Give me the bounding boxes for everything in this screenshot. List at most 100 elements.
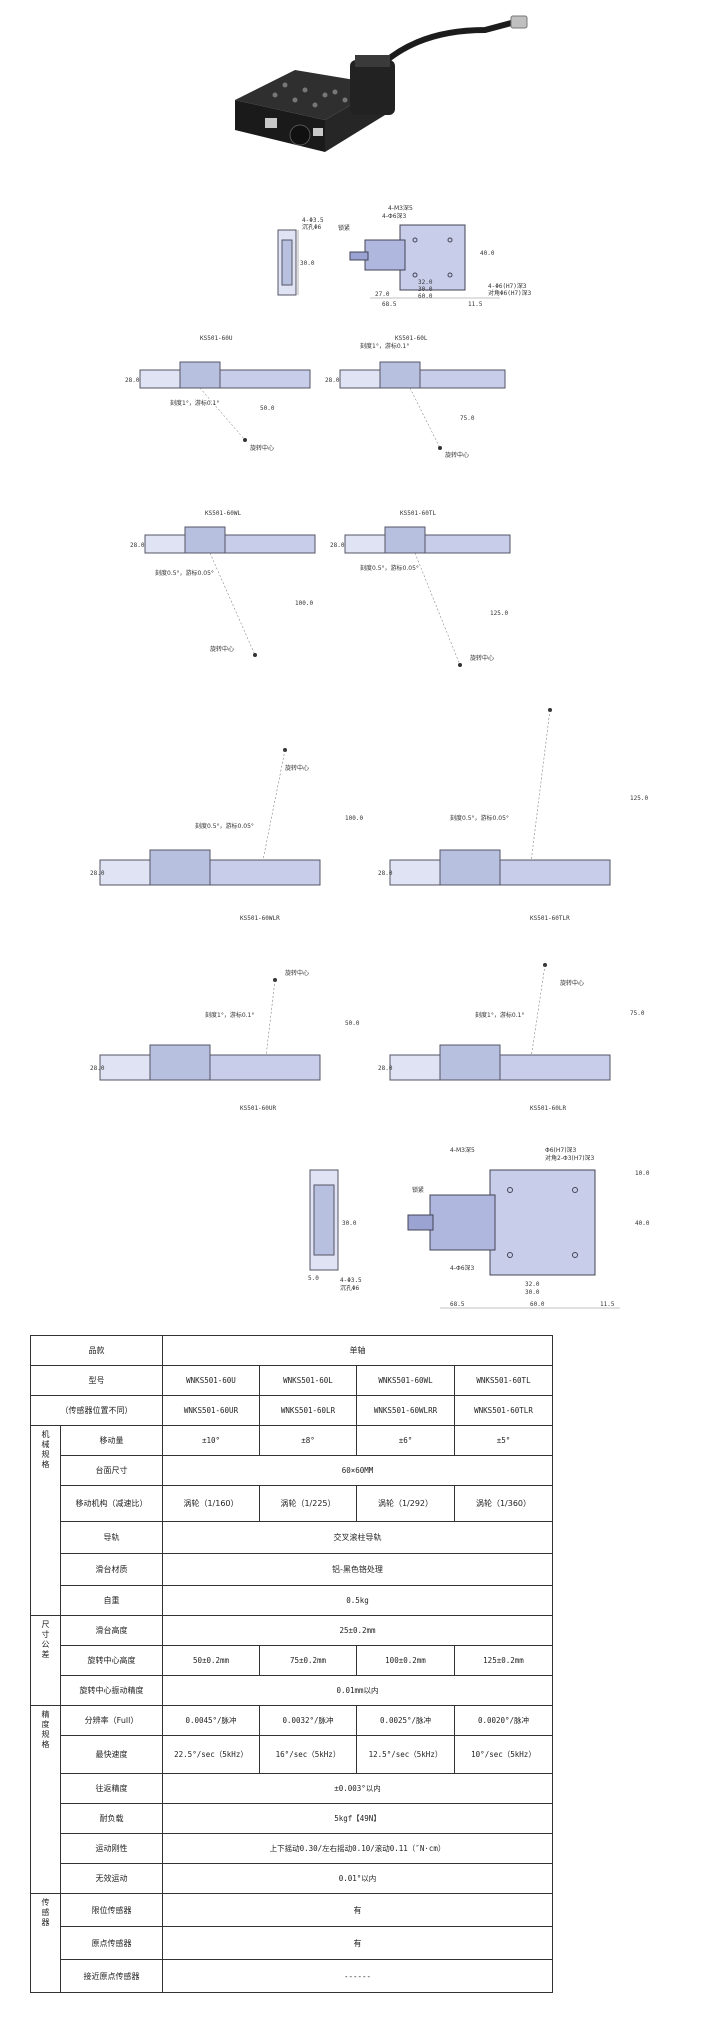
dim-68-5: 68.5 <box>382 301 397 308</box>
ur-lr-drawings: 旋转中心 刻度1°，游标0.1° 50.0 28.0 KS501-60UR 旋转… <box>90 955 660 1115</box>
row-label: 最快速度 <box>60 1735 163 1774</box>
row-value: ------ <box>162 1959 553 1993</box>
cell: ±8° <box>259 1425 357 1456</box>
row-value: 25±0.2mm <box>162 1615 553 1646</box>
table-row: 滑台材质 铝-黑色铬处理 <box>31 1553 553 1586</box>
group-label: 精度规格 <box>30 1705 61 1894</box>
title-60wlr: KS501-60WLR <box>240 915 280 922</box>
table-row: 尺寸公差 滑台高度 25±0.2mm <box>30 1615 553 1706</box>
cell: WNKS501-60WLRR <box>356 1395 455 1426</box>
group-label: 尺寸公差 <box>30 1615 61 1706</box>
dim-11-5: 11.5 <box>468 301 483 308</box>
cell: 0.0025°/脉冲 <box>356 1705 455 1736</box>
cell: 10°/sec（5kHz） <box>454 1735 553 1774</box>
row-label: 导轨 <box>60 1521 163 1554</box>
row-label: （传感器位置不同） <box>30 1395 163 1426</box>
lr-height: 28.0 <box>378 1065 393 1072</box>
cell: 22.5°/sec（5kHz） <box>162 1735 260 1774</box>
row-label: 品款 <box>30 1335 163 1366</box>
u-scale-note: 刻度1°，游标0.1° <box>170 399 219 407</box>
u-center-label: 旋转中心 <box>250 444 274 452</box>
title-60l: KS501-60L <box>395 335 428 342</box>
cell: 涡轮（1/360） <box>454 1485 553 1522</box>
cell: 0.0020°/脉冲 <box>454 1705 553 1736</box>
row-label: 耐负载 <box>60 1803 163 1834</box>
ur-height: 28.0 <box>90 1065 105 1072</box>
cell: WNKS501-60WL <box>356 1365 455 1396</box>
dim-pin-holes: 4-Φ6(H7)深3 <box>488 282 527 290</box>
row-label: 台面尺寸 <box>60 1455 163 1486</box>
cell: WNKS501-60L <box>259 1365 357 1396</box>
table-row: 运动刚性 上下摇动0.30/左右摇动0.10/滚动0.11（″N·cm） <box>31 1833 553 1864</box>
goniometer-stage-photo <box>235 15 528 152</box>
top-view-drawing: 4-Φ3.5 沉孔Φ6 30.0 4-M3深5 4-Φ6深3 锁紧 27.0 3… <box>270 200 570 310</box>
wl-center-label: 旋转中心 <box>210 645 234 653</box>
u-height: 28.0 <box>125 377 140 384</box>
wlr-center-label: 旋转中心 <box>285 764 309 772</box>
table-row: 旋转中心振动精度 0.01mm以内 <box>31 1675 553 1706</box>
wl-tl-drawings: KS501-60WL 刻度0.5°，游标0.05° 旋转中心 100.0 28.… <box>130 505 530 675</box>
label-tapped-holes: 4-M3深5 <box>388 204 413 212</box>
spec-table: 品款 单轴 型号 WNKS501-60U WNKS501-60L WNKS501… <box>30 1335 553 1993</box>
row-label: 移动机构（减速比） <box>60 1485 163 1522</box>
cell: 50±0.2mm <box>162 1645 260 1676</box>
side-dim-holes: 4-Φ3.5 <box>302 217 324 224</box>
table-row: 旋转中心高度 50±0.2mm 75±0.2mm 100±0.2mm 125±0… <box>31 1645 553 1676</box>
cell: WNKS501-60LR <box>259 1395 357 1426</box>
table-row: 机械规格 移动量 ±10° ±8° ±6° ±5° <box>30 1425 553 1616</box>
table-row: 台面尺寸 60×60MM <box>31 1455 553 1486</box>
bottom-side-counterbore: 沉孔Φ6 <box>340 1284 360 1292</box>
bottom-side-width: 30.0 <box>342 1220 357 1227</box>
row-value: 上下摇动0.30/左右摇动0.10/滚动0.11（″N·cm） <box>162 1833 553 1864</box>
row-value: 有 <box>162 1893 553 1927</box>
title-60ur: KS501-60UR <box>240 1105 277 1112</box>
l-height: 28.0 <box>325 377 340 384</box>
table-row: 型号 WNKS501-60U WNKS501-60L WNKS501-60WL … <box>30 1365 553 1396</box>
cell: WNKS501-60UR <box>162 1395 260 1426</box>
wlr-tlr-drawings: 旋转中心 刻度0.5°，游标0.05° 100.0 28.0 KS501-60W… <box>90 690 660 930</box>
dim-diagonal-holes: 对角Φ6(H7)深3 <box>488 289 532 297</box>
cell: WNKS501-60U <box>162 1365 260 1396</box>
row-value: 0.5kg <box>162 1585 553 1616</box>
wlr-scale-note: 刻度0.5°，游标0.05° <box>195 822 254 830</box>
l-center-label: 旋转中心 <box>445 451 469 459</box>
row-label: 型号 <box>30 1365 163 1396</box>
row-label: 滑台高度 <box>60 1615 163 1646</box>
bottom-label-diagonal: 对角2-Φ3(H7)深3 <box>545 1154 595 1162</box>
row-value: 0.01°以内 <box>162 1863 553 1894</box>
lr-scale-note: 刻度1°，游标0.1° <box>475 1011 524 1019</box>
bottom-side-offset: 5.0 <box>308 1275 319 1282</box>
table-row: 无效运动 0.01°以内 <box>31 1863 553 1894</box>
cell: 12.5°/sec（5kHz） <box>356 1735 455 1774</box>
tl-center-height: 125.0 <box>490 610 508 617</box>
cell: WNKS501-60TL <box>454 1365 553 1396</box>
u-l-drawings: KS501-60U 刻度1°，游标0.1° 旋转中心 50.0 28.0 KS5… <box>120 330 520 460</box>
row-value: 60×60MM <box>162 1455 553 1486</box>
bottom-dim-60: 60.0 <box>530 1301 545 1308</box>
tlr-center-height: 125.0 <box>630 795 648 802</box>
row-label: 自重 <box>60 1585 163 1616</box>
row-value: 铝-黑色铬处理 <box>162 1553 553 1586</box>
row-label: 运动刚性 <box>60 1833 163 1864</box>
group-label: 传感器 <box>30 1893 61 1993</box>
side-dim-counterbore: 沉孔Φ6 <box>302 223 322 231</box>
bottom-side-holes: 4-Φ3.5 <box>340 1277 362 1284</box>
row-value: 交叉滚柱导轨 <box>162 1521 553 1554</box>
tlr-scale-note: 刻度0.5°，游标0.05° <box>450 814 509 822</box>
tlr-height: 28.0 <box>378 870 393 877</box>
tl-height: 28.0 <box>330 542 345 549</box>
table-row: 自重 0.5kg <box>31 1585 553 1616</box>
title-60lr: KS501-60LR <box>530 1105 567 1112</box>
bottom-label-tapped: 4-M3深5 <box>450 1146 475 1154</box>
row-value: 有 <box>162 1926 553 1960</box>
table-row: （传感器位置不同） WNKS501-60UR WNKS501-60LR WNKS… <box>30 1395 553 1426</box>
cell: 涡轮（1/160） <box>162 1485 260 1522</box>
bottom-label-counterbore: 4-Φ6深3 <box>450 1264 475 1272</box>
bottom-label-pin: Φ6(H7)深3 <box>545 1146 577 1154</box>
row-label: 旋转中心高度 <box>60 1645 163 1676</box>
table-row: 传感器 限位传感器 有 <box>30 1893 553 1993</box>
ur-scale-note: 刻度1°，游标0.1° <box>205 1011 254 1019</box>
dim-30: 30.0 <box>418 286 433 293</box>
table-row: 往返精度 ±0.003°以内 <box>31 1773 553 1804</box>
table-row: 移动机构（减速比） 涡轮（1/160） 涡轮（1/225） 涡轮（1/292） … <box>31 1485 553 1522</box>
